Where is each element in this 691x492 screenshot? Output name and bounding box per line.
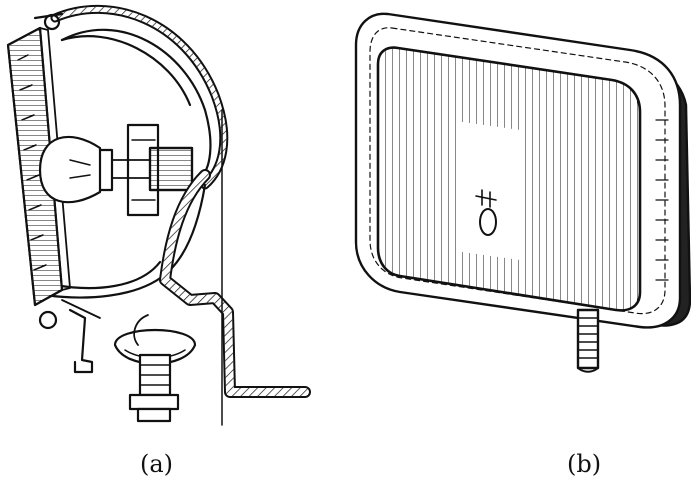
- front-lens: [6, 26, 71, 307]
- cutaway-lamp-drawing: [6, 4, 311, 426]
- mounting-bracket: [159, 169, 311, 398]
- caption-panel-a: (a): [140, 450, 174, 478]
- rectangular-lamp-drawing: [354, 12, 691, 373]
- mounting-bolt: [113, 314, 197, 423]
- bulb: [38, 135, 102, 204]
- bulb-socket: [111, 123, 194, 217]
- mounting-stud: [576, 308, 600, 373]
- adjusting-screw: [38, 299, 101, 374]
- reflector: [60, 28, 212, 180]
- lens-emblem: [479, 208, 497, 236]
- caption-panel-b: (b): [567, 450, 602, 478]
- ribbed-lens: [378, 47, 640, 311]
